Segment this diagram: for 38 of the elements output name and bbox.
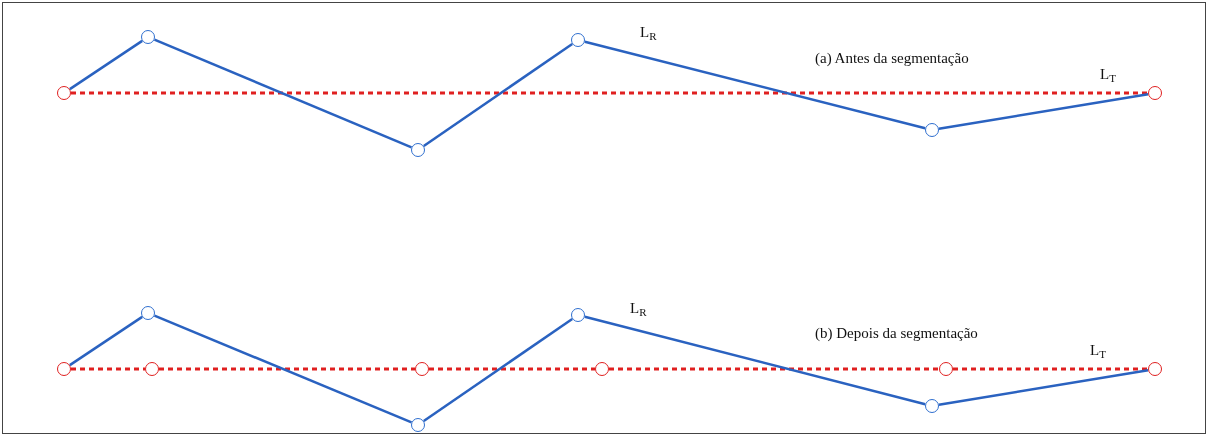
caption-text: (a) Antes da segmentação bbox=[815, 50, 969, 67]
dashed-line bbox=[71, 91, 1148, 95]
circle-marker bbox=[57, 86, 71, 100]
line-segment bbox=[938, 368, 1149, 407]
circle-marker bbox=[141, 30, 155, 44]
line-segment bbox=[584, 40, 926, 130]
line-segment bbox=[938, 92, 1149, 131]
dashed-line bbox=[159, 367, 415, 371]
circle-marker bbox=[415, 362, 429, 376]
symbol-label: L$_{T}$ bbox=[1090, 342, 1106, 360]
line-segment bbox=[584, 315, 926, 406]
circle-marker bbox=[57, 362, 71, 376]
dashed-line bbox=[429, 367, 595, 371]
circle-marker bbox=[141, 306, 155, 320]
dashed-line bbox=[609, 367, 939, 371]
circle-marker bbox=[1148, 362, 1162, 376]
circle-marker bbox=[939, 362, 953, 376]
dashed-line bbox=[953, 367, 1148, 371]
circle-marker bbox=[925, 399, 939, 413]
circle-marker bbox=[571, 308, 585, 322]
dashed-line bbox=[71, 367, 145, 371]
symbol-label: L$_{R}$ bbox=[640, 24, 657, 42]
circle-marker bbox=[411, 418, 425, 432]
circle-marker bbox=[595, 362, 609, 376]
circle-marker bbox=[411, 143, 425, 157]
line-segment bbox=[423, 42, 573, 148]
circle-marker bbox=[1148, 86, 1162, 100]
line-segment bbox=[423, 317, 573, 423]
line-segment bbox=[69, 315, 143, 367]
caption-text: (b) Depois da segmentação bbox=[815, 325, 978, 342]
line-segment bbox=[153, 38, 413, 149]
symbol-label: L$_{T}$ bbox=[1100, 66, 1116, 84]
circle-marker bbox=[571, 33, 585, 47]
symbol-label: L$_{R}$ bbox=[630, 300, 647, 318]
circle-marker bbox=[145, 362, 159, 376]
circle-marker bbox=[925, 123, 939, 137]
line-segment bbox=[69, 39, 143, 91]
line-segment bbox=[154, 314, 412, 424]
